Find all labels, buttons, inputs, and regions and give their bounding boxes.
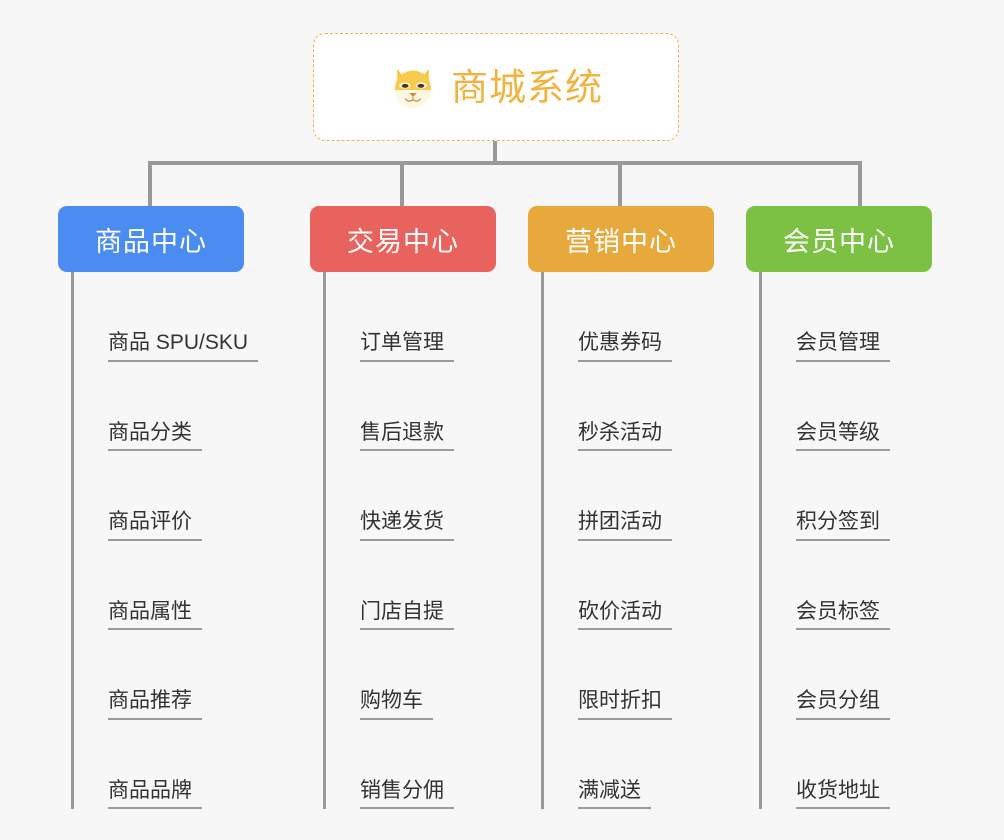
leaf-label: 快递发货 xyxy=(360,510,454,541)
root-title: 商城系统 xyxy=(451,66,603,108)
branch-column-1: 商品中心 商品 SPU/SKU 商品分类 商品评价 商品属性 商品推荐 商品品牌 xyxy=(58,206,259,809)
leaf-label: 商品分类 xyxy=(108,421,202,451)
list-item[interactable]: 会员管理 xyxy=(762,272,932,362)
list-item[interactable]: 限时折扣 xyxy=(544,630,714,720)
list-item[interactable]: 商品属性 xyxy=(74,541,244,630)
list-item[interactable]: 商品 SPU/SKU xyxy=(74,272,259,362)
leaf-list-4: 会员管理 会员等级 积分签到 会员标签 会员分组 收货地址 xyxy=(759,272,932,809)
leaf-label: 商品推荐 xyxy=(108,689,202,720)
list-item[interactable]: 会员标签 xyxy=(762,541,932,630)
list-item[interactable]: 售后退款 xyxy=(326,362,496,451)
connector-drop-4 xyxy=(858,161,862,207)
leaf-label: 售后退款 xyxy=(360,421,454,451)
shiba-dog-face-icon xyxy=(389,63,437,111)
list-item[interactable]: 积分签到 xyxy=(762,451,932,541)
list-item[interactable]: 优惠券码 xyxy=(544,272,714,362)
list-item[interactable]: 商品品牌 xyxy=(74,720,244,809)
list-item[interactable]: 快递发货 xyxy=(326,451,496,541)
list-item[interactable]: 收货地址 xyxy=(762,720,932,809)
leaf-label: 积分签到 xyxy=(796,510,890,541)
leaf-label: 限时折扣 xyxy=(578,689,672,720)
leaf-label: 收货地址 xyxy=(796,779,890,809)
leaf-label: 拼团活动 xyxy=(578,510,672,541)
list-item[interactable]: 商品评价 xyxy=(74,451,244,541)
list-item[interactable]: 门店自提 xyxy=(326,541,496,630)
leaf-label: 销售分佣 xyxy=(360,779,454,809)
list-item[interactable]: 订单管理 xyxy=(326,272,496,362)
leaf-label: 砍价活动 xyxy=(578,600,672,630)
leaf-label: 商品评价 xyxy=(108,510,202,541)
leaf-label: 门店自提 xyxy=(360,600,454,630)
branch-column-4: 会员中心 会员管理 会员等级 积分签到 会员标签 会员分组 收货地址 xyxy=(746,206,932,809)
branch-header-1[interactable]: 商品中心 xyxy=(58,206,244,272)
root-node[interactable]: 商城系统 xyxy=(313,33,679,141)
leaf-label: 购物车 xyxy=(360,689,433,720)
list-item[interactable]: 拼团活动 xyxy=(544,451,714,541)
branch-column-3: 营销中心 优惠券码 秒杀活动 拼团活动 砍价活动 限时折扣 满减送 xyxy=(528,206,714,809)
connector-horizontal-bus xyxy=(148,161,862,165)
leaf-label: 会员分组 xyxy=(796,689,890,720)
branch-header-4[interactable]: 会员中心 xyxy=(746,206,932,272)
connector-drop-3 xyxy=(618,161,622,207)
connector-drop-2 xyxy=(400,161,404,207)
list-item[interactable]: 销售分佣 xyxy=(326,720,496,809)
list-item[interactable]: 购物车 xyxy=(326,630,496,720)
leaf-label: 会员等级 xyxy=(796,421,890,451)
branch-header-2[interactable]: 交易中心 xyxy=(310,206,496,272)
list-item[interactable]: 商品推荐 xyxy=(74,630,244,720)
list-item[interactable]: 秒杀活动 xyxy=(544,362,714,451)
list-item[interactable]: 会员等级 xyxy=(762,362,932,451)
leaf-list-3: 优惠券码 秒杀活动 拼团活动 砍价活动 限时折扣 满减送 xyxy=(541,272,714,809)
list-item[interactable]: 满减送 xyxy=(544,720,714,809)
list-item[interactable]: 商品分类 xyxy=(74,362,244,451)
branch-column-2: 交易中心 订单管理 售后退款 快递发货 门店自提 购物车 销售分佣 xyxy=(310,206,496,809)
leaf-label: 订单管理 xyxy=(360,331,454,362)
leaf-label: 商品属性 xyxy=(108,600,202,630)
leaf-label: 会员管理 xyxy=(796,331,890,362)
leaf-list-2: 订单管理 售后退款 快递发货 门店自提 购物车 销售分佣 xyxy=(323,272,496,809)
connector-drop-1 xyxy=(148,161,152,207)
leaf-label: 会员标签 xyxy=(796,600,890,630)
leaf-label: 商品品牌 xyxy=(108,779,202,809)
leaf-label: 商品 SPU/SKU xyxy=(108,331,259,362)
connector-root-stem xyxy=(493,141,497,164)
list-item[interactable]: 砍价活动 xyxy=(544,541,714,630)
leaf-list-1: 商品 SPU/SKU 商品分类 商品评价 商品属性 商品推荐 商品品牌 xyxy=(71,272,259,809)
branch-header-3[interactable]: 营销中心 xyxy=(528,206,714,272)
list-item[interactable]: 会员分组 xyxy=(762,630,932,720)
leaf-label: 优惠券码 xyxy=(578,331,672,362)
leaf-label: 满减送 xyxy=(578,779,651,809)
leaf-label: 秒杀活动 xyxy=(578,421,672,451)
